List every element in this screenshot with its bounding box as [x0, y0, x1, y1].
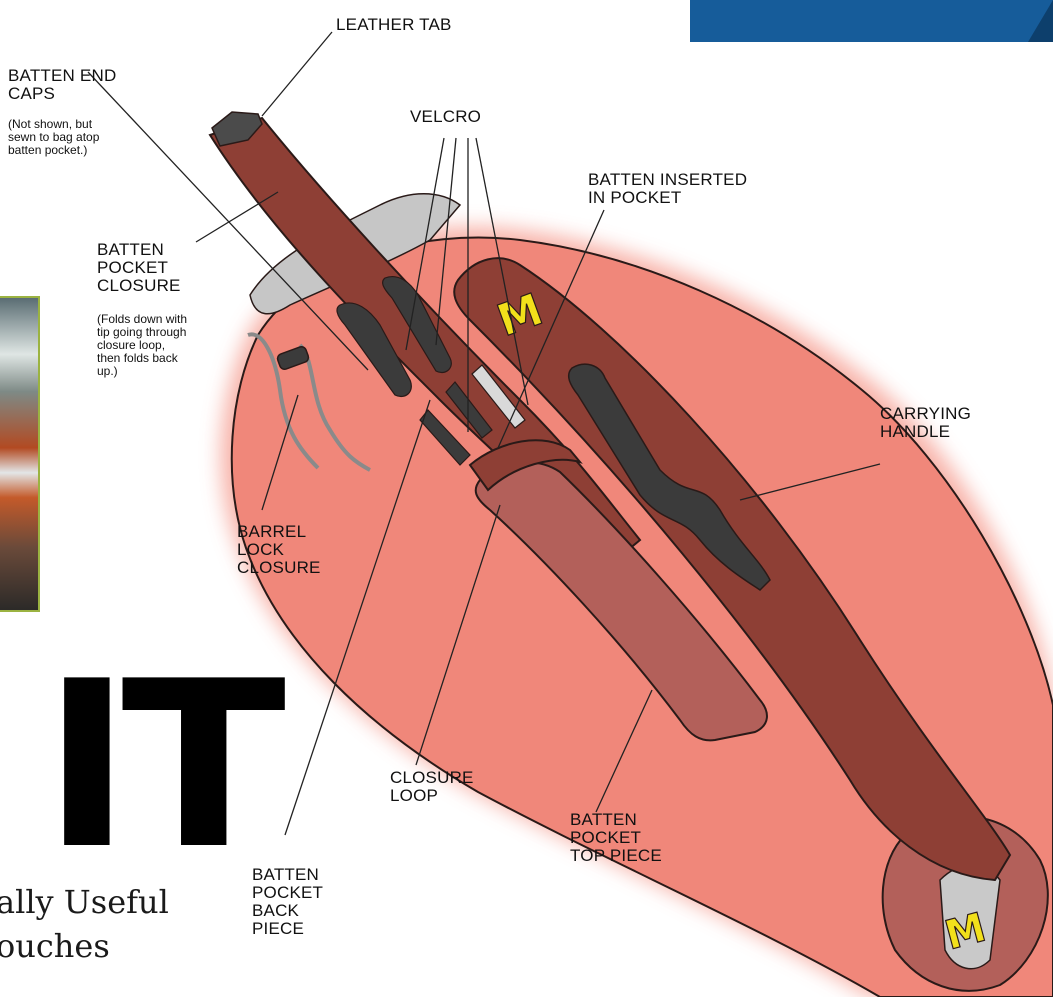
section-heading: IT	[42, 652, 276, 882]
note-batten-end-caps: (Not shown, but sewn to bag atop batten …	[8, 118, 99, 157]
label-barrel-lock-closure: BARREL LOCK CLOSURE	[237, 523, 321, 577]
label-closure-loop: CLOSURE LOOP	[390, 769, 474, 805]
label-batten-end-caps: BATTEN END CAPS	[8, 67, 116, 103]
label-leather-tab: LEATHER TAB	[336, 16, 452, 34]
label-batten-pocket-top-piece: BATTEN POCKET TOP PIECE	[570, 811, 662, 865]
note-batten-pocket-closure: (Folds down with tip going through closu…	[97, 313, 187, 378]
label-carrying-handle: CARRYING HANDLE	[880, 405, 971, 441]
label-velcro: VELCRO	[410, 108, 481, 126]
section-subtitle: ally Useful ouches	[0, 880, 169, 968]
label-batten-inserted: BATTEN INSERTED IN POCKET	[588, 171, 747, 207]
label-batten-pocket-closure: BATTEN POCKET CLOSURE	[97, 241, 181, 295]
